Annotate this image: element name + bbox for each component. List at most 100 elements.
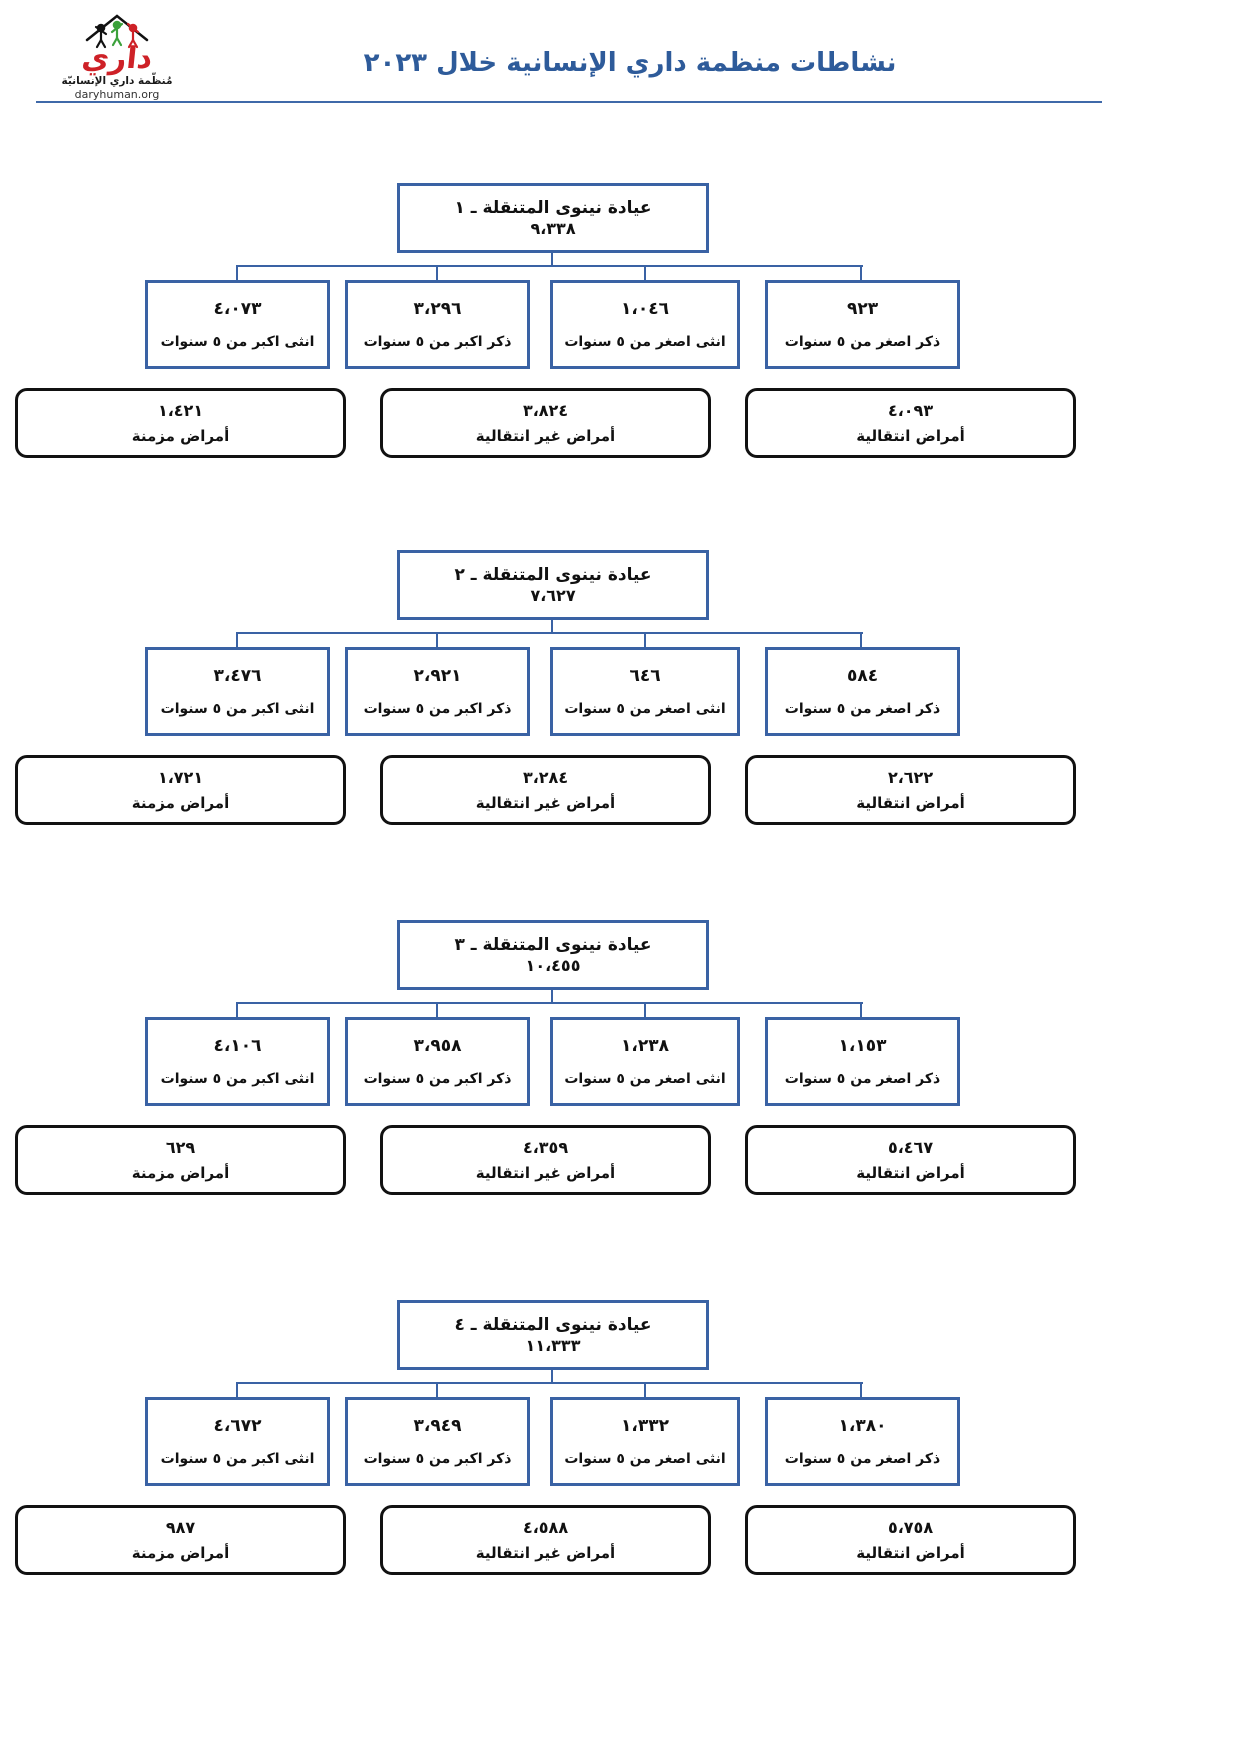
group-label: ذكر اصغر من ٥ سنوات xyxy=(784,1450,941,1467)
connector-root-stem xyxy=(551,253,553,266)
clinic-total-value: ١١،٣٣٣ xyxy=(525,1336,581,1355)
group-label: ذكر اصغر من ٥ سنوات xyxy=(784,1070,941,1087)
connector-horizontal xyxy=(236,265,863,267)
connector-branch xyxy=(860,265,862,280)
group-label: انثى اكبر من ٥ سنوات xyxy=(160,333,315,350)
disease-box-noncommunicable: ٤،٥٨٨ أمراض غير انتقالية xyxy=(380,1505,711,1575)
disease-value: ٣،٢٨٤ xyxy=(522,768,569,787)
clinic-total-value: ٧،٦٢٧ xyxy=(530,586,576,605)
connector-branch xyxy=(436,1382,438,1397)
group-box-female-over5: ٤،١٠٦ انثى اكبر من ٥ سنوات xyxy=(145,1017,330,1106)
group-value: ١،١٥٣ xyxy=(838,1036,887,1057)
clinic-tree: عيادة نينوى المتنقلة ـ ٢ ٧،٦٢٧ ٣،٤٧٦ انث… xyxy=(0,550,1240,825)
group-box-female-under5: ٦٤٦ انثى اصغر من ٥ سنوات xyxy=(550,647,740,736)
header-divider xyxy=(36,101,1102,103)
disease-box-communicable: ٢،٦٢٢ أمراض انتقالية xyxy=(745,755,1076,825)
logo-people-tent-icon xyxy=(85,14,149,49)
connector-branch xyxy=(644,1382,646,1397)
connector-branch xyxy=(644,265,646,280)
group-box-male-over5: ٣،٢٩٦ ذكر اكبر من ٥ سنوات xyxy=(345,280,530,369)
page-title: نشاطات منظمة داري الإنسانية خلال ٢٠٢٣ xyxy=(363,48,897,78)
disease-label: أمراض غير انتقالية xyxy=(475,1164,616,1182)
disease-box-noncommunicable: ٣،٨٢٤ أمراض غير انتقالية xyxy=(380,388,711,458)
clinic-total-value: ٩،٣٣٨ xyxy=(530,219,576,238)
group-label: انثى اكبر من ٥ سنوات xyxy=(160,1450,315,1467)
group-value: ٣،٤٧٦ xyxy=(213,666,262,687)
group-value: ٩٢٣ xyxy=(846,299,879,320)
disease-value: ١،٧٢١ xyxy=(157,768,204,787)
group-box-male-over5: ٢،٩٢١ ذكر اكبر من ٥ سنوات xyxy=(345,647,530,736)
disease-box-communicable: ٤،٠٩٣ أمراض انتقالية xyxy=(745,388,1076,458)
group-box-female-over5: ٤،٦٧٢ انثى اكبر من ٥ سنوات xyxy=(145,1397,330,1486)
disease-box-noncommunicable: ٤،٣٥٩ أمراض غير انتقالية xyxy=(380,1125,711,1195)
disease-box-communicable: ٥،٤٦٧ أمراض انتقالية xyxy=(745,1125,1076,1195)
clinic-root-box: عيادة نينوى المتنقلة ـ ٢ ٧،٦٢٧ xyxy=(397,550,709,620)
disease-value: ١،٤٢١ xyxy=(157,401,204,420)
connector-branch xyxy=(436,265,438,280)
group-value: ١،٠٤٦ xyxy=(621,299,669,320)
org-logo: داري مُنظّمة داري الإنسانيّة daryhuman.o… xyxy=(52,10,182,101)
disease-box-chronic: ٩٨٧ أمراض مزمنة xyxy=(15,1505,346,1575)
group-label: ذكر اصغر من ٥ سنوات xyxy=(784,700,941,717)
group-value: ٤،٠٧٣ xyxy=(213,299,262,320)
disease-value: ٥،٧٥٨ xyxy=(887,1518,934,1537)
group-value: ٥٨٤ xyxy=(846,666,879,687)
group-value: ٣،٩٥٨ xyxy=(413,1036,462,1057)
group-label: انثى اصغر من ٥ سنوات xyxy=(564,1070,726,1087)
group-box-male-under5: ٩٢٣ ذكر اصغر من ٥ سنوات xyxy=(765,280,960,369)
disease-label: أمراض انتقالية xyxy=(856,427,965,445)
disease-label: أمراض مزمنة xyxy=(131,1544,230,1562)
connector-branch xyxy=(236,265,238,280)
clinic-tree: عيادة نينوى المتنقلة ـ ١ ٩،٣٣٨ ٤،٠٧٣ انث… xyxy=(0,183,1240,458)
disease-value: ٤،٠٩٣ xyxy=(887,401,934,420)
disease-label: أمراض انتقالية xyxy=(856,794,965,812)
connector-branch xyxy=(236,632,238,647)
connector-branch xyxy=(860,1002,862,1017)
clinic-name: عيادة نينوى المتنقلة ـ ١ xyxy=(454,198,652,218)
group-label: انثى اصغر من ٥ سنوات xyxy=(564,700,726,717)
disease-value: ٢،٦٢٢ xyxy=(887,768,934,787)
connector-branch xyxy=(436,1002,438,1017)
group-value: ١،٣٨٠ xyxy=(838,1416,887,1437)
clinic-tree: عيادة نينوى المتنقلة ـ ٤ ١١،٣٣٣ ٤،٦٧٢ ان… xyxy=(0,1300,1240,1575)
connector-branch xyxy=(644,1002,646,1017)
disease-value: ٦٢٩ xyxy=(165,1138,196,1157)
group-label: انثى اصغر من ٥ سنوات xyxy=(564,1450,726,1467)
clinic-root-box: عيادة نينوى المتنقلة ـ ١ ٩،٣٣٨ xyxy=(397,183,709,253)
disease-label: أمراض غير انتقالية xyxy=(475,794,616,812)
group-label: انثى اصغر من ٥ سنوات xyxy=(564,333,726,350)
group-box-male-over5: ٣،٩٤٩ ذكر اكبر من ٥ سنوات xyxy=(345,1397,530,1486)
logo-org-name: مُنظّمة داري الإنسانيّة xyxy=(61,75,173,87)
disease-value: ٥،٤٦٧ xyxy=(887,1138,934,1157)
group-label: انثى اكبر من ٥ سنوات xyxy=(160,700,315,717)
logo-website: daryhuman.org xyxy=(74,88,160,101)
disease-value: ٣،٨٢٤ xyxy=(522,401,569,420)
disease-label: أمراض مزمنة xyxy=(131,427,230,445)
connector-horizontal xyxy=(236,1002,863,1004)
disease-label: أمراض غير انتقالية xyxy=(475,427,616,445)
disease-label: أمراض غير انتقالية xyxy=(475,1544,616,1562)
connector-branch xyxy=(860,1382,862,1397)
group-value: ٤،٦٧٢ xyxy=(213,1416,262,1437)
connector-horizontal xyxy=(236,1382,863,1384)
disease-label: أمراض مزمنة xyxy=(131,1164,230,1182)
disease-box-chronic: ٦٢٩ أمراض مزمنة xyxy=(15,1125,346,1195)
group-value: ١،٢٣٨ xyxy=(621,1036,669,1057)
clinic-total-value: ١٠،٤٥٥ xyxy=(525,956,581,975)
group-value: ٤،١٠٦ xyxy=(213,1036,262,1057)
clinic-name: عيادة نينوى المتنقلة ـ ٣ xyxy=(454,935,652,955)
group-box-male-under5: ١،٣٨٠ ذكر اصغر من ٥ سنوات xyxy=(765,1397,960,1486)
logo-brand-word: داري xyxy=(79,41,155,76)
group-value: ١،٣٣٢ xyxy=(621,1416,669,1437)
group-box-male-over5: ٣،٩٥٨ ذكر اكبر من ٥ سنوات xyxy=(345,1017,530,1106)
clinic-tree: عيادة نينوى المتنقلة ـ ٣ ١٠،٤٥٥ ٤،١٠٦ ان… xyxy=(0,920,1240,1195)
group-value: ٢،٩٢١ xyxy=(413,666,462,687)
clinic-root-box: عيادة نينوى المتنقلة ـ ٤ ١١،٣٣٣ xyxy=(397,1300,709,1370)
clinic-root-box: عيادة نينوى المتنقلة ـ ٣ ١٠،٤٥٥ xyxy=(397,920,709,990)
disease-label: أمراض انتقالية xyxy=(856,1164,965,1182)
disease-box-chronic: ١،٤٢١ أمراض مزمنة xyxy=(15,388,346,458)
disease-label: أمراض انتقالية xyxy=(856,1544,965,1562)
group-label: انثى اكبر من ٥ سنوات xyxy=(160,1070,315,1087)
disease-box-noncommunicable: ٣،٢٨٤ أمراض غير انتقالية xyxy=(380,755,711,825)
